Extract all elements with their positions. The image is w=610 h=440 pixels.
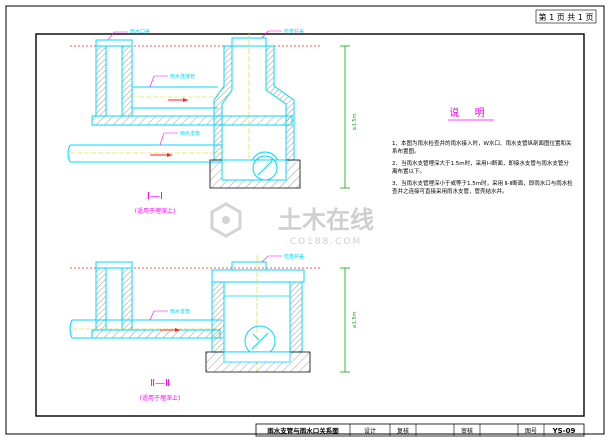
label-branch-pipe-1: 雨水支管 bbox=[180, 130, 200, 137]
notes-list: 1、本图为雨水检查井的雨水接入时，W水口、雨水支管纵剖面图位置和关系布置图。 2… bbox=[392, 140, 574, 196]
note-item: 3、当雨水支管埋深小于或等于1.5m时，采用 Ⅱ-Ⅱ断面，即雨水口与雨水检查井之… bbox=[392, 181, 573, 195]
grate-2 bbox=[95, 261, 133, 269]
inlet-wall-right-2 bbox=[121, 267, 133, 331]
grate-1 bbox=[95, 39, 133, 47]
section-2-title: Ⅱ—Ⅱ bbox=[150, 378, 170, 389]
note-item: 2、当雨水支管埋深大于1.5m时，采用Ⅰ-Ⅰ断面，即接水支管与雨水支管分离布置以… bbox=[392, 161, 569, 175]
label-manhole-cover-2: 检查井盖 bbox=[284, 253, 304, 260]
label-pipe-top-1: 雨水连接管 bbox=[170, 73, 195, 80]
manhole-right-wall-1 bbox=[265, 45, 295, 161]
manhole-cover-2 bbox=[231, 261, 267, 271]
section-2-drawing bbox=[69, 255, 350, 375]
section-1-subtitle: (适用于埋深上) bbox=[135, 207, 176, 215]
check-label: 审核 bbox=[461, 427, 473, 435]
outer-frame bbox=[5, 5, 605, 435]
label-depth-2: ≤1.5m bbox=[352, 311, 358, 328]
watermark-logo-icon bbox=[210, 202, 242, 238]
page-label: 第 1 页 共 1 页 bbox=[539, 12, 594, 22]
note-item: 1、本图为雨水检查井的雨水接入时，W水口、雨水支管纵剖面图位置和关系布置图。 bbox=[392, 141, 572, 155]
watermark-brand: 土木在线 bbox=[278, 206, 374, 234]
watermark bbox=[210, 202, 242, 238]
design-label: 设计 bbox=[364, 427, 376, 435]
drawing-number: YS-09 bbox=[552, 427, 576, 435]
drawing-title: 雨水支管与雨水口关系图 bbox=[267, 426, 339, 435]
inlet-base-2 bbox=[91, 329, 221, 339]
label-grate-1: 雨水口盖 bbox=[130, 28, 150, 35]
inlet-wall-left-2 bbox=[95, 267, 107, 331]
review-label: 复核 bbox=[397, 427, 409, 435]
manhole-left-wall-1 bbox=[213, 45, 233, 161]
manhole-right-wall-2 bbox=[289, 281, 303, 353]
manhole-top-2 bbox=[211, 269, 305, 283]
inlet-base-1 bbox=[91, 115, 293, 126]
watermark-url: CO188.COM bbox=[290, 237, 363, 247]
inlet-wall-left-1 bbox=[95, 45, 107, 117]
inlet-wall-right-1 bbox=[121, 45, 133, 117]
notes-heading: 说 明 bbox=[449, 106, 490, 119]
label-branch-pipe-2: 雨水支管 bbox=[170, 308, 190, 315]
title-block bbox=[255, 423, 585, 437]
label-manhole-cover-1: 检查井盖 bbox=[284, 28, 304, 35]
section-1-drawing bbox=[67, 30, 350, 189]
manhole-left-wall-2 bbox=[211, 281, 225, 353]
page-box bbox=[535, 9, 597, 24]
number-label: 图号 bbox=[525, 428, 537, 435]
section-1-title: Ⅰ—Ⅰ bbox=[147, 191, 163, 202]
label-depth-1: ≥1.5m bbox=[352, 113, 358, 130]
inner-frame bbox=[35, 33, 585, 417]
section-2-subtitle: (适用于埋深上) bbox=[140, 394, 181, 402]
